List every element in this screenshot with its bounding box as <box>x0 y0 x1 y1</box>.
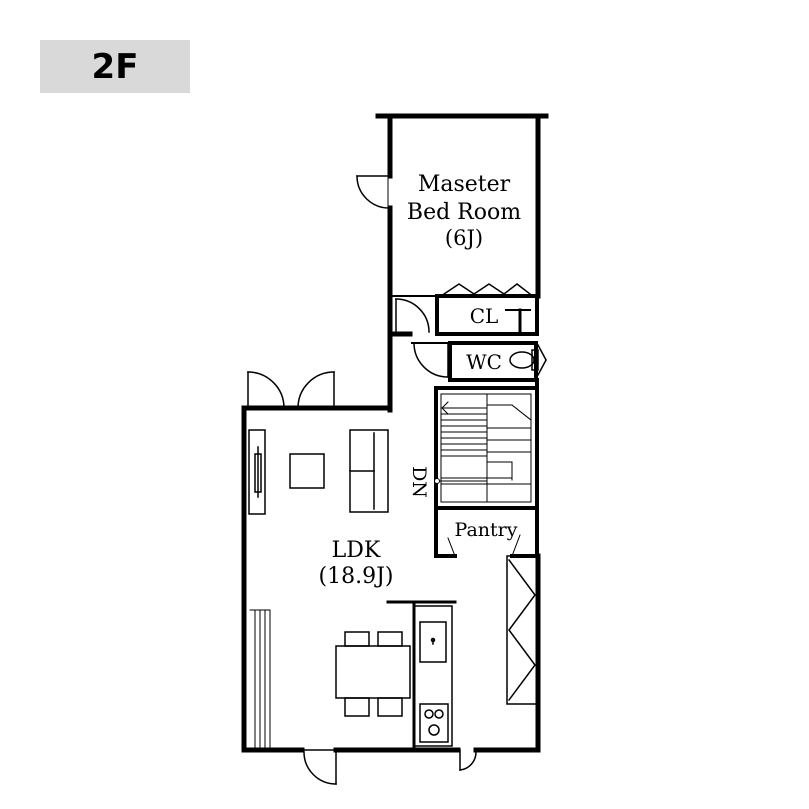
bedroom-hall-door <box>395 298 430 333</box>
kitchen-partition <box>386 600 457 750</box>
corridor-walls <box>387 293 413 413</box>
closet-folding-doors <box>442 283 532 296</box>
bedroom-name-line1: Maseter <box>418 172 511 197</box>
bedroom-size: (6J) <box>445 226 483 250</box>
ldk-size: (18.9J) <box>319 564 394 589</box>
coffee-table <box>289 453 325 489</box>
ldk-double-doors <box>247 371 335 409</box>
toilet-fixture <box>509 343 548 377</box>
pantry-name: Pantry <box>455 519 518 541</box>
sofa <box>349 429 389 513</box>
ldk-walls <box>241 405 541 753</box>
stairs-label: DN <box>408 466 430 498</box>
bedroom-name-line2: Bed Room <box>407 200 521 225</box>
floor-label: 2F <box>40 40 190 93</box>
kitchen-bottom-door <box>459 749 477 771</box>
ldk-sliding-window <box>249 609 271 751</box>
wc-room <box>411 341 538 382</box>
closet-name: CL <box>470 304 499 328</box>
dining-set <box>335 631 411 717</box>
bedroom-walls <box>375 113 549 299</box>
ldk-name: LDK <box>332 538 381 563</box>
right-cabinet <box>506 555 538 705</box>
stairs-direction-arrow <box>434 401 488 484</box>
tv-unit <box>248 429 266 515</box>
closet-walls <box>389 294 539 336</box>
bedroom-entry-door <box>356 175 391 209</box>
stairs-treads <box>440 393 532 503</box>
wc-name: WC <box>466 350 502 374</box>
ldk-bottom-door <box>303 749 337 785</box>
kitchen-counter <box>413 605 453 747</box>
stairs-walls <box>434 378 539 557</box>
